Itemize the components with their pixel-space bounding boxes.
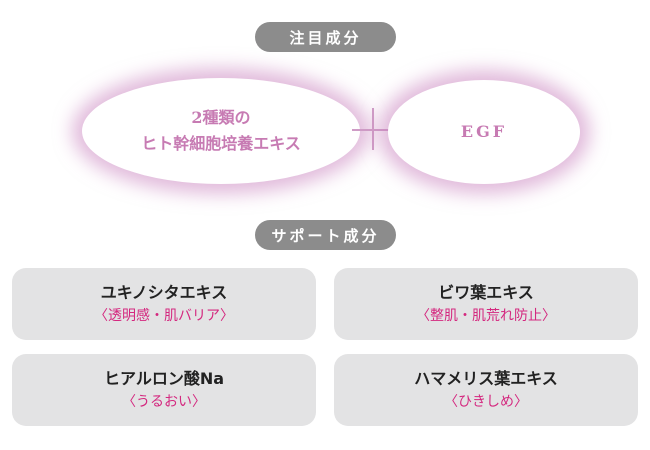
featured-item-line: ヒト幹細胞培養エキス — [141, 134, 301, 153]
support-card: ハマメリス葉エキス 〈ひきしめ〉 — [334, 354, 638, 426]
ingredient-name: ヒアルロン酸Na — [103, 369, 225, 388]
featured-item-stem-cell: 2種類のヒト幹細胞培養エキス — [82, 78, 360, 184]
ingredient-name: ユキノシタエキス — [100, 283, 228, 302]
ingredient-effect: 〈整肌・肌荒れ防止〉 — [416, 308, 556, 324]
ingredient-effect: 〈ひきしめ〉 — [444, 394, 528, 410]
featured-item-line: EGF — [460, 122, 508, 141]
plus-icon-vertical — [372, 108, 374, 150]
ingredient-effect: 〈透明感・肌バリア〉 — [94, 308, 234, 324]
featured-item-egf: EGF — [388, 80, 580, 184]
featured-ingredients-label: 注目成分 — [255, 22, 396, 52]
support-card: ユキノシタエキス 〈透明感・肌バリア〉 — [12, 268, 316, 340]
support-ingredients-label: サポート成分 — [255, 220, 396, 250]
ingredient-name: ハマメリス葉エキス — [414, 369, 558, 388]
support-card: ビワ葉エキス 〈整肌・肌荒れ防止〉 — [334, 268, 638, 340]
ingredient-effect: 〈うるおい〉 — [122, 394, 206, 410]
support-card: ヒアルロン酸Na 〈うるおい〉 — [12, 354, 316, 426]
ingredient-name: ビワ葉エキス — [438, 283, 534, 302]
featured-item-line: 2種類の — [191, 108, 251, 127]
